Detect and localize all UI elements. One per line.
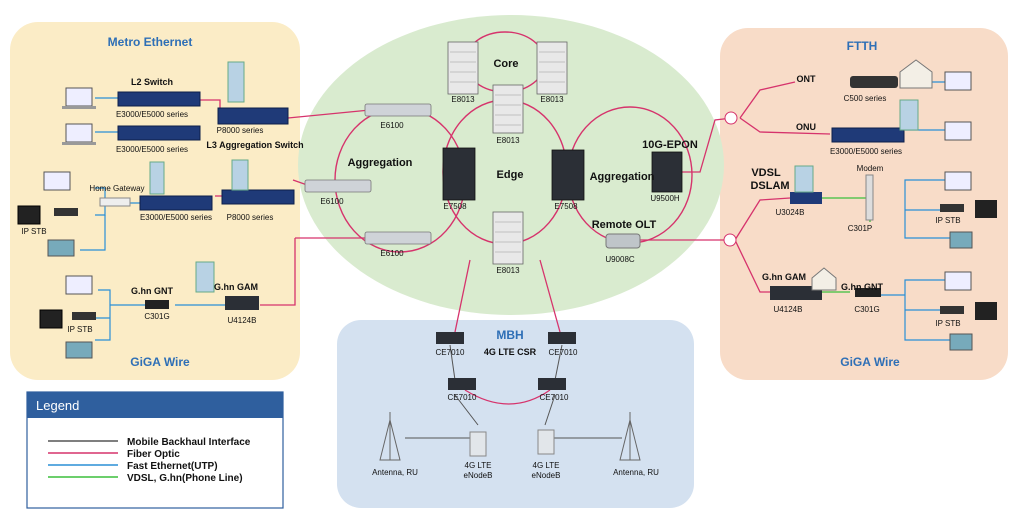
ce7010-label-a: CE7010 bbox=[436, 348, 465, 357]
remote-olt-label: Remote OLT bbox=[592, 219, 657, 231]
ce7010-label-c: CE7010 bbox=[448, 393, 477, 402]
ftth-devices bbox=[723, 59, 997, 351]
ftth-title: FTTH bbox=[847, 39, 878, 53]
backhaul-links bbox=[405, 344, 622, 439]
u4124b-left-label: U4124B bbox=[228, 316, 257, 325]
ghn-gam-right-label: G.hn GAM bbox=[762, 272, 806, 282]
c301g-left-label: C301G bbox=[144, 312, 169, 321]
rack-details bbox=[450, 51, 565, 253]
mbh-title: MBH bbox=[496, 328, 523, 342]
legend-item-utp: Fast Ethernet(UTP) bbox=[127, 461, 218, 472]
u9008c-device bbox=[605, 233, 641, 249]
enodeb-right-line1: 4G LTE bbox=[533, 461, 560, 470]
legend-item-phone: VDSL, G.hn(Phone Line) bbox=[127, 473, 243, 484]
u4124b-right-label: U4124B bbox=[774, 305, 803, 314]
home-gateway-label: Home Gateway bbox=[89, 184, 144, 193]
edge-label: Edge bbox=[497, 169, 524, 181]
ip-stb-label-c: IP STB bbox=[935, 216, 960, 225]
modem-label: Modem bbox=[857, 164, 884, 173]
ont-label: ONT bbox=[797, 74, 817, 84]
c301g-right-label: C301G bbox=[854, 305, 879, 314]
l3-agg-label: L3 Aggregation Switch bbox=[206, 140, 303, 150]
enodeb-right-line2: eNodeB bbox=[532, 471, 561, 480]
p8000-label-a: P8000 series bbox=[217, 126, 264, 135]
legend-title: Legend bbox=[36, 398, 79, 413]
legend-box bbox=[26, 391, 284, 509]
e6100-label-b: E6100 bbox=[320, 197, 344, 206]
mbh-devices bbox=[379, 332, 641, 461]
fiber-links bbox=[200, 81, 831, 405]
c301p-label: C301P bbox=[848, 224, 872, 233]
edge-switches bbox=[442, 147, 683, 201]
aggregation-right-label: Aggregation bbox=[590, 171, 655, 183]
ghn-gnt-left-label: G.hn GNT bbox=[131, 286, 173, 296]
legend-item-backhaul: Mobile Backhaul Interface bbox=[127, 437, 251, 448]
e6100-label-a: E6100 bbox=[380, 121, 404, 130]
e3000-ftth-label: E3000/E5000 series bbox=[830, 147, 902, 156]
ip-stb-label-a: IP STB bbox=[21, 227, 46, 236]
mbh-zone bbox=[337, 320, 694, 508]
giga-wire-right-title: GiGA Wire bbox=[840, 355, 900, 369]
utp-links bbox=[80, 81, 960, 341]
aggregation-left-label: Aggregation bbox=[348, 157, 413, 169]
giga-wire-left-title: GiGA Wire bbox=[130, 355, 190, 369]
ip-stb-label-b: IP STB bbox=[67, 325, 92, 334]
ce7010-label-b: CE7010 bbox=[549, 348, 578, 357]
enodeb-left-line2: eNodeB bbox=[464, 471, 493, 480]
vdsl-label: VDSL bbox=[751, 167, 781, 179]
core-label: Core bbox=[493, 58, 518, 70]
p8000-label-b: P8000 series bbox=[227, 213, 274, 222]
ip-stb-label-d: IP STB bbox=[935, 319, 960, 328]
e7508-label-b: E7508 bbox=[554, 202, 578, 211]
l2-switch-label: L2 Switch bbox=[131, 77, 173, 87]
e3000-label-b: E3000/E5000 series bbox=[116, 145, 188, 154]
enodeb-left-line1: 4G LTE bbox=[465, 461, 492, 470]
metro-devices bbox=[17, 61, 295, 359]
antenna-right-label: Antenna, RU bbox=[613, 468, 659, 477]
antenna-left-label: Antenna, RU bbox=[372, 468, 418, 477]
u9008c-label: U9008C bbox=[605, 255, 635, 264]
lte-csr-label: 4G LTE CSR bbox=[484, 347, 537, 357]
u3024b-label: U3024B bbox=[776, 208, 805, 217]
u9500h-label: U9500H bbox=[650, 194, 680, 203]
dslam-label: DSLAM bbox=[750, 180, 789, 192]
e3000-label-a: E3000/E5000 series bbox=[116, 110, 188, 119]
epon-label: 10G-EPON bbox=[642, 139, 698, 151]
e3000-label-c: E3000/E5000 series bbox=[140, 213, 212, 222]
e6100-label-c: E6100 bbox=[380, 249, 404, 258]
onu-label: ONU bbox=[796, 122, 816, 132]
e8013-label-c: E8013 bbox=[496, 136, 520, 145]
ce7010-label-d: CE7010 bbox=[540, 393, 569, 402]
metro-ethernet-title: Metro Ethernet bbox=[108, 35, 193, 49]
legend-item-fiber: Fiber Optic bbox=[127, 449, 180, 460]
e7508-label-a: E7508 bbox=[443, 202, 467, 211]
aggregation-switches bbox=[304, 103, 432, 245]
ghn-gnt-right-label: G.hn GNT bbox=[841, 282, 883, 292]
e8013-label-b: E8013 bbox=[540, 95, 564, 104]
e8013-label-d: E8013 bbox=[496, 266, 520, 275]
c500-label: C500 series bbox=[844, 94, 887, 103]
ghn-gam-left-label: G.hn GAM bbox=[214, 282, 258, 292]
e8013-label-a: E8013 bbox=[451, 95, 475, 104]
